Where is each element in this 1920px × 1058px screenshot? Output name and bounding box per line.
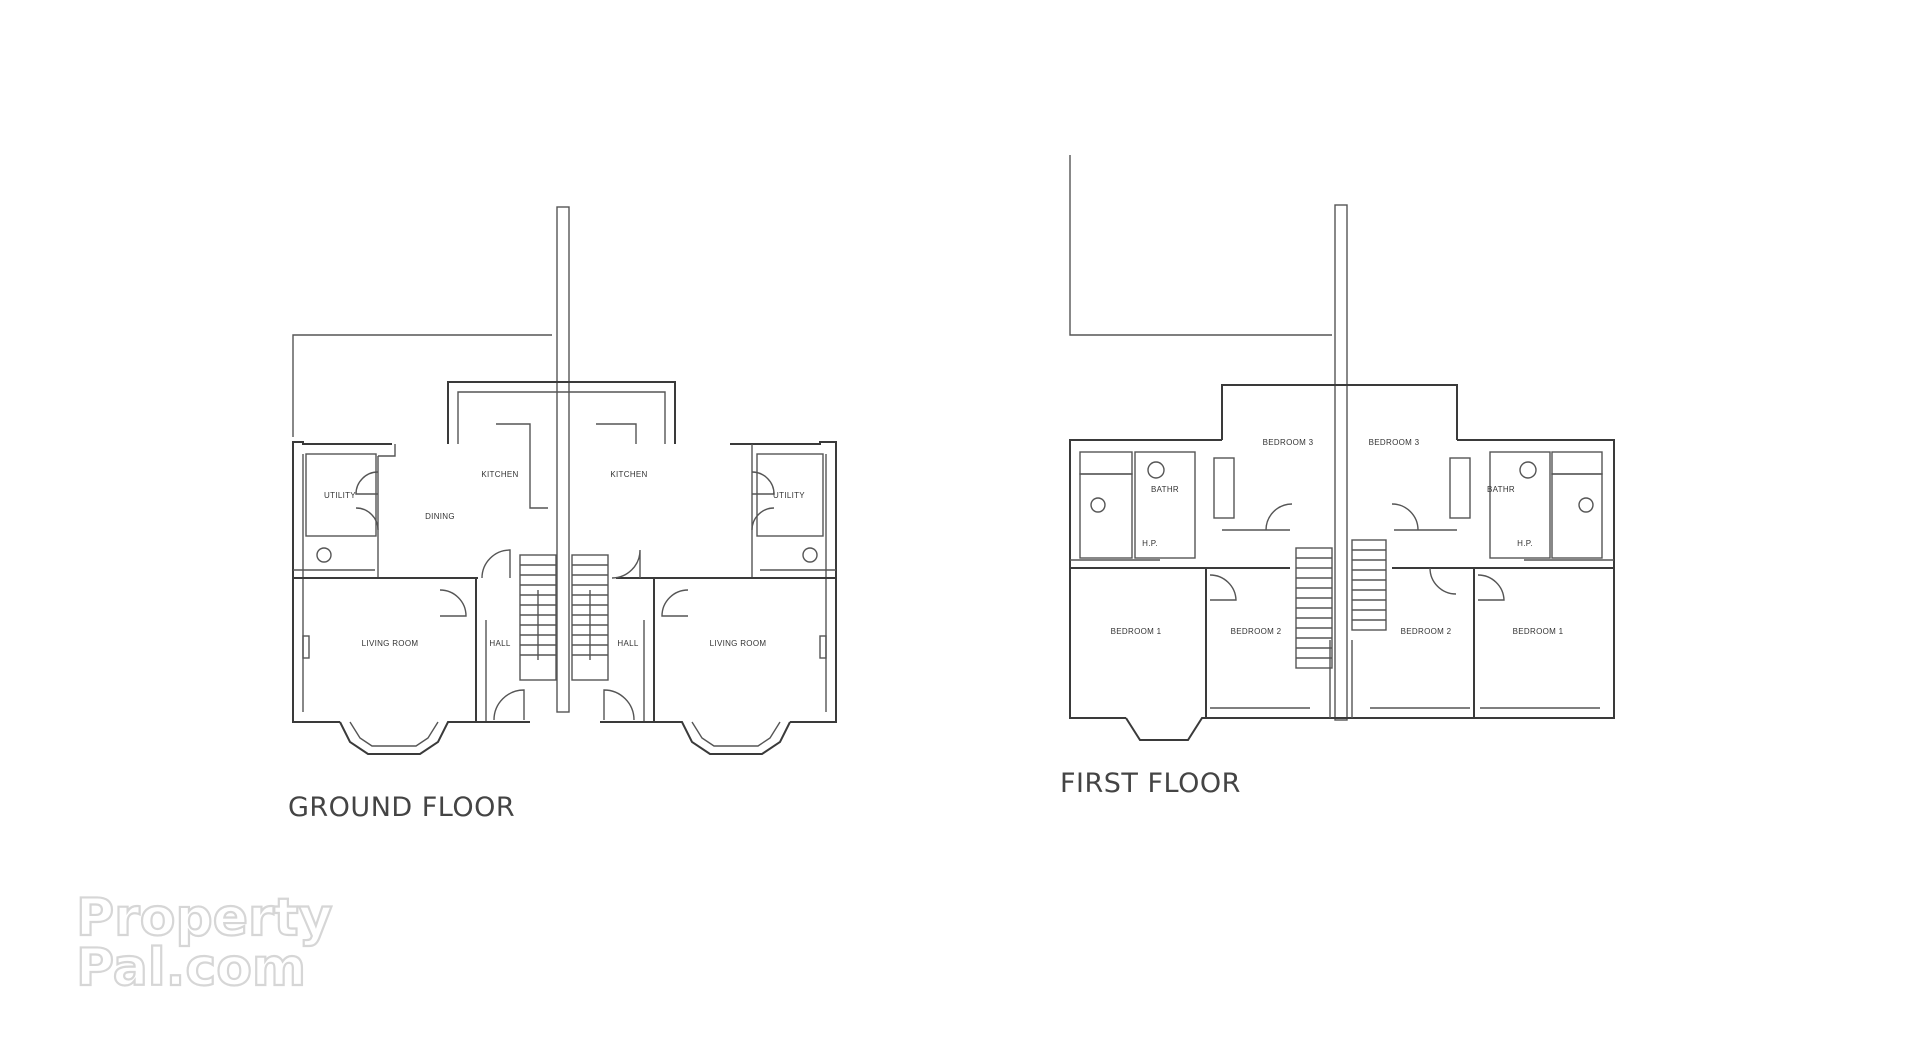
door-bedroom2-left-icon bbox=[1209, 574, 1237, 601]
hp-right-unit bbox=[1449, 457, 1471, 519]
propertypal-watermark: Property Pal.com bbox=[75, 887, 334, 999]
label-living-room-left: LIVING ROOM bbox=[362, 639, 419, 648]
utility-left-box bbox=[305, 453, 377, 537]
utility-partition-left bbox=[378, 444, 396, 457]
label-dining: DINING bbox=[425, 512, 455, 521]
label-utility-left: UTILITY bbox=[324, 491, 356, 500]
label-utility-right: UTILITY bbox=[773, 491, 805, 500]
door-kitchen-left-icon bbox=[481, 549, 511, 579]
stairs-first-left bbox=[1295, 547, 1333, 669]
basin-right-icon bbox=[1519, 461, 1537, 479]
utility-right-box bbox=[756, 453, 824, 537]
bathrm-left-box bbox=[1134, 451, 1196, 559]
watermark-line2: Pal.com bbox=[76, 938, 306, 998]
outer-wall-first-right bbox=[1457, 439, 1615, 719]
label-bedroom2-right: BEDROOM 2 bbox=[1401, 627, 1452, 636]
basin-left-icon bbox=[1147, 461, 1165, 479]
door-wc-left-icon bbox=[355, 507, 379, 531]
stairs-right bbox=[571, 554, 609, 681]
wc-first-right-icon bbox=[1578, 497, 1594, 513]
party-wall-first bbox=[1334, 204, 1348, 721]
door-utility-left-icon bbox=[355, 471, 379, 495]
bay-window-right bbox=[654, 721, 791, 755]
wc-first-left-icon bbox=[1090, 497, 1106, 513]
label-living-room-right: LIVING ROOM bbox=[710, 639, 767, 648]
outer-wall-first-left bbox=[1069, 439, 1222, 719]
label-hall-right: HALL bbox=[617, 639, 638, 648]
bathrm-right-box bbox=[1489, 451, 1551, 559]
wc-left-icon bbox=[316, 547, 332, 563]
stairs-left bbox=[519, 554, 557, 681]
door-kitchen-right-icon bbox=[611, 549, 641, 579]
front-wall-first bbox=[1125, 717, 1546, 741]
outer-wall-left bbox=[292, 441, 392, 723]
label-bathrm-right: BATHR bbox=[1487, 485, 1515, 494]
rear-return-first bbox=[1221, 384, 1458, 440]
garden-boundary-left bbox=[292, 334, 552, 437]
door-bedroom2-right-icon bbox=[1429, 567, 1457, 595]
door-front-right-icon bbox=[603, 689, 635, 721]
kitchen-right-notch bbox=[596, 423, 637, 444]
door-living-left-icon bbox=[439, 589, 467, 617]
label-kitchen-right: KITCHEN bbox=[610, 470, 647, 479]
door-bedroom1-right-icon bbox=[1477, 574, 1505, 601]
label-bedroom3-right: BEDROOM 3 bbox=[1369, 438, 1420, 447]
label-hall-left: HALL bbox=[489, 639, 510, 648]
watermark-line1: Property bbox=[76, 888, 332, 948]
bay-window-right-inner bbox=[691, 721, 781, 747]
bay-window-left-inner bbox=[349, 721, 439, 747]
label-hp-left: H.P. bbox=[1142, 539, 1158, 548]
door-living-right-icon bbox=[661, 589, 689, 617]
first-floor-plan: BEDROOM 3 BEDROOM 3 BATHR BATHR H.P. H.P… bbox=[1060, 155, 1615, 799]
door-utility-right-icon bbox=[751, 471, 775, 495]
outer-wall-right bbox=[730, 441, 837, 723]
ground-floor-plan: UTILITY DINING KITCHEN KITCHEN UTILITY L… bbox=[288, 206, 837, 823]
label-bathrm-left: BATHR bbox=[1151, 485, 1179, 494]
first-floor-title: FIRST FLOOR bbox=[1060, 768, 1241, 799]
label-bedroom1-left: BEDROOM 1 bbox=[1111, 627, 1162, 636]
bay-window-left bbox=[339, 721, 476, 755]
label-kitchen-left: KITCHEN bbox=[481, 470, 518, 479]
label-bedroom2-left: BEDROOM 2 bbox=[1231, 627, 1282, 636]
party-wall bbox=[556, 206, 570, 713]
door-front-left-icon bbox=[493, 689, 525, 721]
rear-return-inner bbox=[457, 391, 666, 444]
hp-left-unit bbox=[1213, 457, 1235, 519]
rear-return-outer bbox=[447, 381, 676, 444]
bathroom-right-box bbox=[1551, 473, 1603, 559]
garden-boundary-right bbox=[1069, 155, 1332, 336]
door-bedroom3-left-icon bbox=[1265, 503, 1293, 531]
label-bedroom1-right: BEDROOM 1 bbox=[1513, 627, 1564, 636]
label-hp-right: H.P. bbox=[1517, 539, 1533, 548]
stairs-first-right bbox=[1351, 539, 1387, 631]
wc-right-icon bbox=[802, 547, 818, 563]
bathroom-left-box bbox=[1079, 473, 1133, 559]
window-side-right bbox=[819, 635, 827, 659]
bath-right-icon bbox=[1551, 451, 1603, 475]
door-wc-right-icon bbox=[751, 507, 775, 531]
label-bedroom3-left: BEDROOM 3 bbox=[1263, 438, 1314, 447]
bath-left-icon bbox=[1079, 451, 1133, 475]
ground-floor-title: GROUND FLOOR bbox=[288, 792, 515, 823]
kitchen-left-notch bbox=[496, 423, 548, 509]
door-bedroom3-right-icon bbox=[1391, 503, 1419, 531]
window-side-left bbox=[302, 635, 310, 659]
